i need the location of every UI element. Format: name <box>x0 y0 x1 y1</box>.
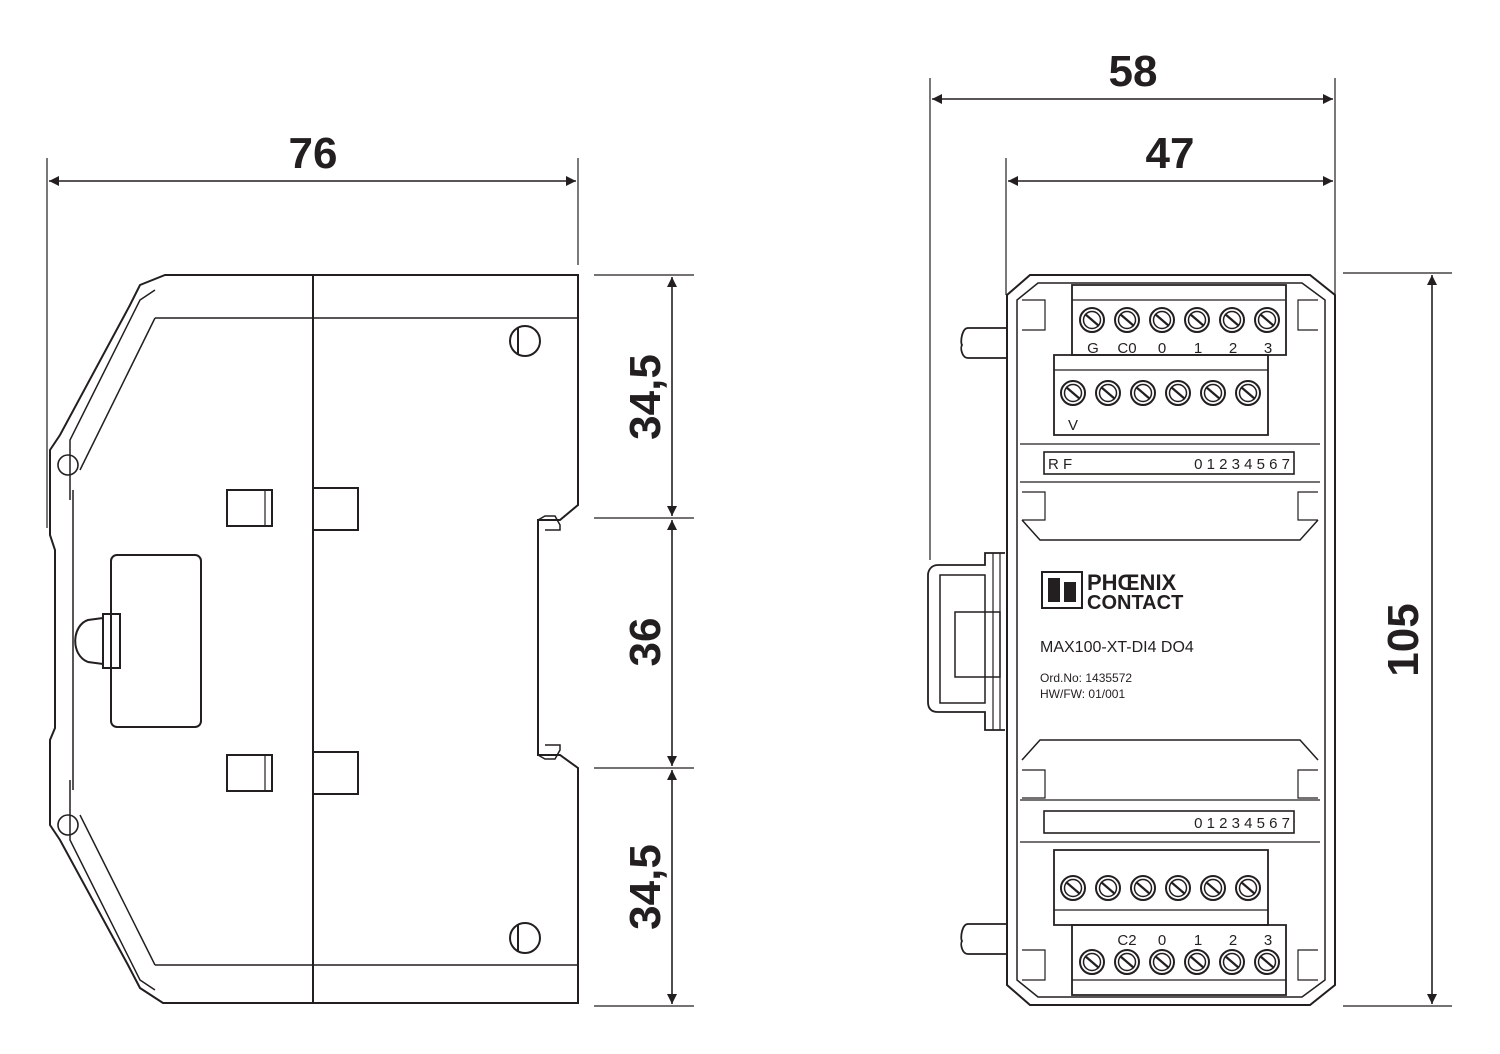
svg-text:G: G <box>1087 340 1099 357</box>
front-housing-outline <box>1006 274 1336 1006</box>
din-rail-clip <box>927 552 1005 731</box>
side-window <box>110 554 202 728</box>
led-strip-top-left-label: R F <box>1048 456 1072 473</box>
dim-label-58: 58 <box>1109 47 1158 96</box>
mount-foot-top <box>960 327 1007 359</box>
led-strip-top-numbers: 0 1 2 3 4 5 6 7 <box>1194 456 1290 473</box>
side-housing-outline <box>49 274 579 1004</box>
brand-name-line2: CONTACT <box>1087 592 1183 614</box>
screw-head-top <box>509 325 541 357</box>
dim-label-105: 105 <box>1379 603 1428 676</box>
dim-label-76: 76 <box>289 129 338 178</box>
bottom-terminal-labels: C2 0 1 2 3 <box>1117 932 1272 949</box>
svg-text:C2: C2 <box>1117 932 1136 949</box>
top-lower-terminal-label: V <box>1068 417 1078 434</box>
top-upper-terminal-labels: G C0 0 1 2 3 <box>1087 340 1272 357</box>
brand-logo-mark <box>1041 571 1083 609</box>
screw-head-bottom <box>509 922 541 954</box>
dim-label-middle: 36 <box>621 618 670 667</box>
hw-fw-version: HW/FW: 01/001 <box>1040 687 1125 701</box>
dim-label-top: 34,5 <box>621 354 670 440</box>
svg-text:1: 1 <box>1194 932 1202 949</box>
svg-text:0: 0 <box>1158 340 1166 357</box>
side-view <box>46 158 694 1007</box>
svg-text:0: 0 <box>1158 932 1166 949</box>
svg-text:2: 2 <box>1229 932 1237 949</box>
dim-label-47: 47 <box>1146 129 1195 178</box>
led-strip-bottom-numbers: 0 1 2 3 4 5 6 7 <box>1194 815 1290 832</box>
front-view <box>927 78 1452 1007</box>
dim-label-bottom: 34,5 <box>621 844 670 930</box>
terminal-screws-top-upper <box>1078 306 1281 334</box>
model-name: MAX100-XT-DI4 DO4 <box>1040 639 1194 656</box>
order-number: Ord.No: 1435572 <box>1040 671 1132 685</box>
svg-text:3: 3 <box>1264 340 1272 357</box>
terminal-screws-bottom-upper <box>1059 874 1262 902</box>
brand-name-line1: PHŒNIX <box>1087 570 1177 595</box>
terminal-screws-bottom-lower <box>1078 948 1281 976</box>
led-lens <box>74 616 104 666</box>
svg-text:1: 1 <box>1194 340 1202 357</box>
svg-text:2: 2 <box>1229 340 1237 357</box>
terminal-screws-top-lower <box>1059 379 1262 407</box>
svg-text:3: 3 <box>1264 932 1272 949</box>
svg-text:C0: C0 <box>1117 340 1136 357</box>
mount-foot-bottom <box>960 923 1007 955</box>
